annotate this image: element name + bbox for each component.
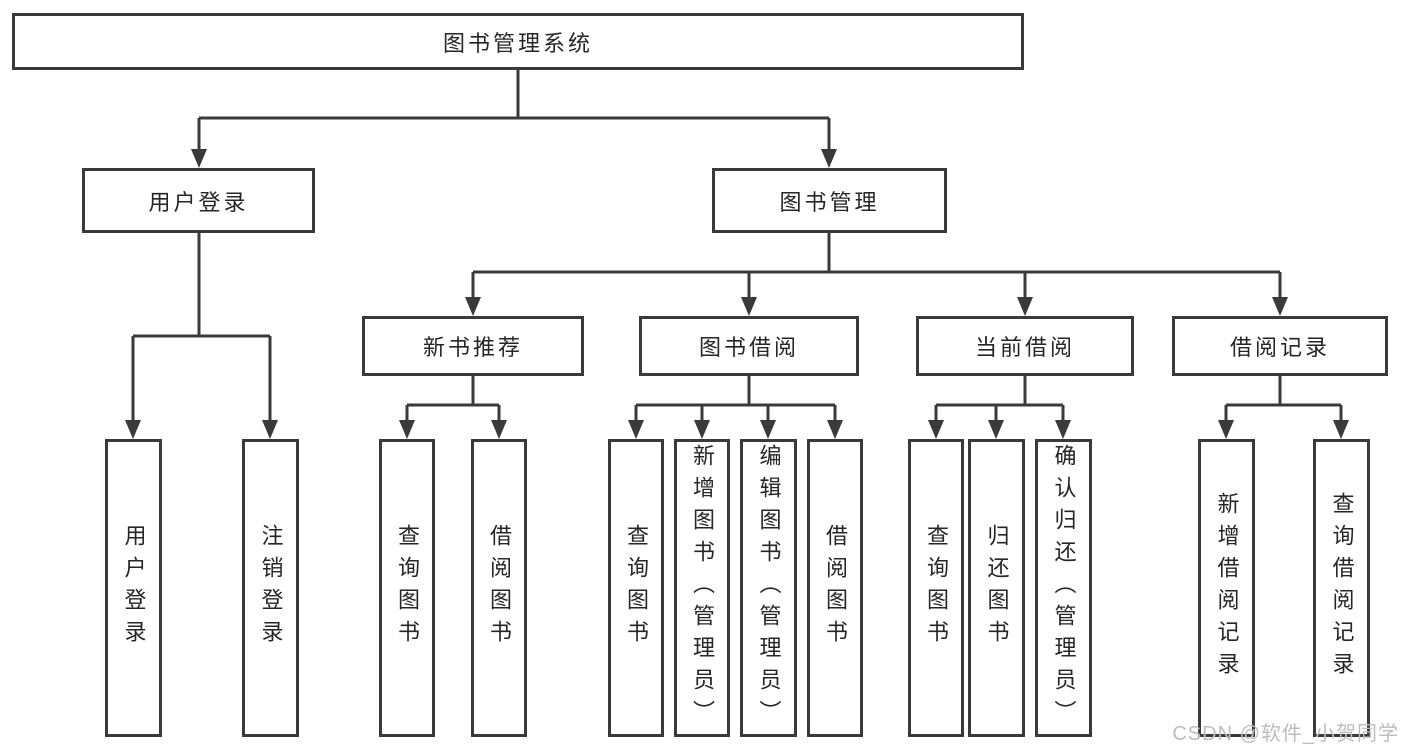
arrowhead xyxy=(827,420,843,439)
node-confirm-return-admin: 确认归还（管理员） xyxy=(1035,439,1092,737)
connector-root-to-level2 xyxy=(197,70,831,150)
arrowhead xyxy=(694,420,710,439)
node-return-books: 归还图书 xyxy=(968,439,1025,737)
node-add-borrow-record: 新增借阅记录 xyxy=(1198,439,1255,737)
node-borrow-records: 借阅记录 xyxy=(1172,316,1388,376)
node-add-book-admin: 新增图书（管理员） xyxy=(674,439,730,737)
node-book-management: 图书管理 xyxy=(712,168,947,233)
arrowhead xyxy=(928,420,944,439)
node-logout: 注销登录 xyxy=(242,439,299,737)
arrowhead xyxy=(741,297,757,316)
arrowhead xyxy=(191,149,207,168)
connector-book-borrow-children xyxy=(634,376,837,421)
node-new-book-recommend: 新书推荐 xyxy=(362,316,584,376)
arrowhead xyxy=(262,420,278,439)
node-current-borrowing: 当前借阅 xyxy=(916,316,1134,376)
node-book-borrowing: 图书借阅 xyxy=(639,316,859,376)
arrowhead xyxy=(628,420,644,439)
arrowhead xyxy=(491,420,507,439)
arrowhead xyxy=(1218,420,1234,439)
node-borrow-books-borrowing: 借阅图书 xyxy=(807,439,863,737)
connector-new-book-children xyxy=(405,376,501,421)
arrowhead xyxy=(465,297,481,316)
connector-borrow-record-children xyxy=(1224,376,1343,421)
node-edit-book-admin: 编辑图书（管理员） xyxy=(740,439,797,737)
csdn-watermark: CSDN @软件_小贺同学 xyxy=(1172,723,1399,745)
arrowhead xyxy=(821,149,837,168)
node-user-login-leaf: 用户登录 xyxy=(105,439,162,737)
arrowhead xyxy=(1017,297,1033,316)
node-query-books-borrowing: 查询图书 xyxy=(608,439,664,737)
node-library-system: 图书管理系统 xyxy=(12,13,1024,70)
arrowhead xyxy=(760,420,776,439)
connector-user-login-children xyxy=(131,233,272,421)
arrowhead xyxy=(125,420,141,439)
node-query-books-recommend: 查询图书 xyxy=(379,439,435,737)
connector-book-management-sections xyxy=(471,233,1282,298)
node-query-borrow-record: 查询借阅记录 xyxy=(1313,439,1370,737)
arrowhead xyxy=(1055,420,1071,439)
node-query-books-current: 查询图书 xyxy=(908,439,964,737)
node-user-login: 用户登录 xyxy=(82,168,315,233)
node-borrow-books-recommend: 借阅图书 xyxy=(471,439,527,737)
arrowhead xyxy=(1272,297,1288,316)
arrowhead xyxy=(1333,420,1349,439)
arrowhead xyxy=(988,420,1004,439)
connector-current-borrow-children xyxy=(934,376,1065,421)
arrowhead xyxy=(399,420,415,439)
